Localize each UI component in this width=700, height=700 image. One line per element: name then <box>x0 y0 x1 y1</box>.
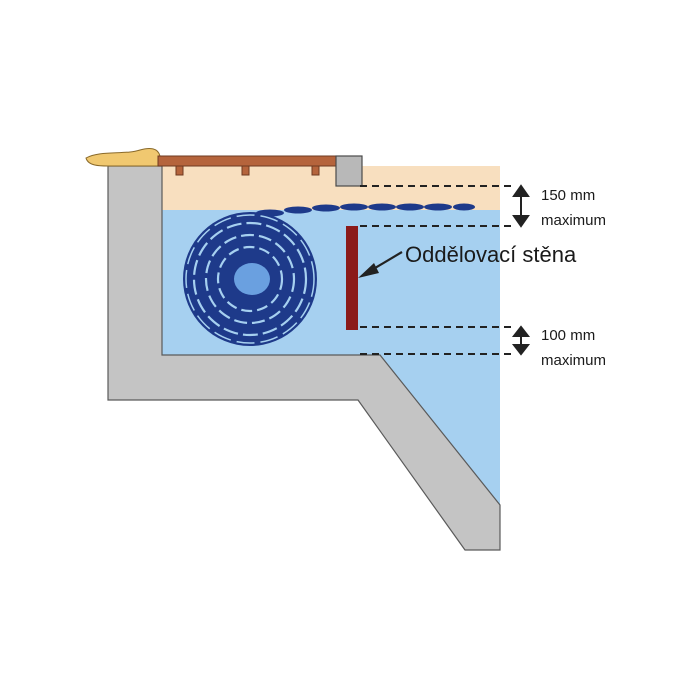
dimension-bottom-value: 100 mm <box>541 327 595 344</box>
dimension-top-unit: maximum <box>541 212 606 229</box>
dimension-bottom-unit: maximum <box>541 352 606 369</box>
dimension-arrow-bottom <box>511 325 531 356</box>
deck-joist <box>241 165 250 176</box>
partition-wall <box>346 226 358 330</box>
cover-roll <box>183 212 317 346</box>
concrete-wall <box>107 165 501 551</box>
wooden-deck <box>157 155 337 167</box>
partition-label: Oddělovací stěna <box>405 242 577 267</box>
roll-core <box>234 263 270 295</box>
dimension-arrow-top <box>512 184 530 228</box>
dimension-lines <box>360 185 515 355</box>
lid-post <box>335 155 363 187</box>
deck-joist <box>311 165 320 176</box>
coping-stone <box>85 147 161 167</box>
cover-slats <box>229 203 475 222</box>
partition-pointer-arrow <box>358 251 403 278</box>
deck-joist <box>175 165 184 176</box>
air-gap-area <box>162 166 500 210</box>
dimension-top-value: 150 mm <box>541 187 595 204</box>
